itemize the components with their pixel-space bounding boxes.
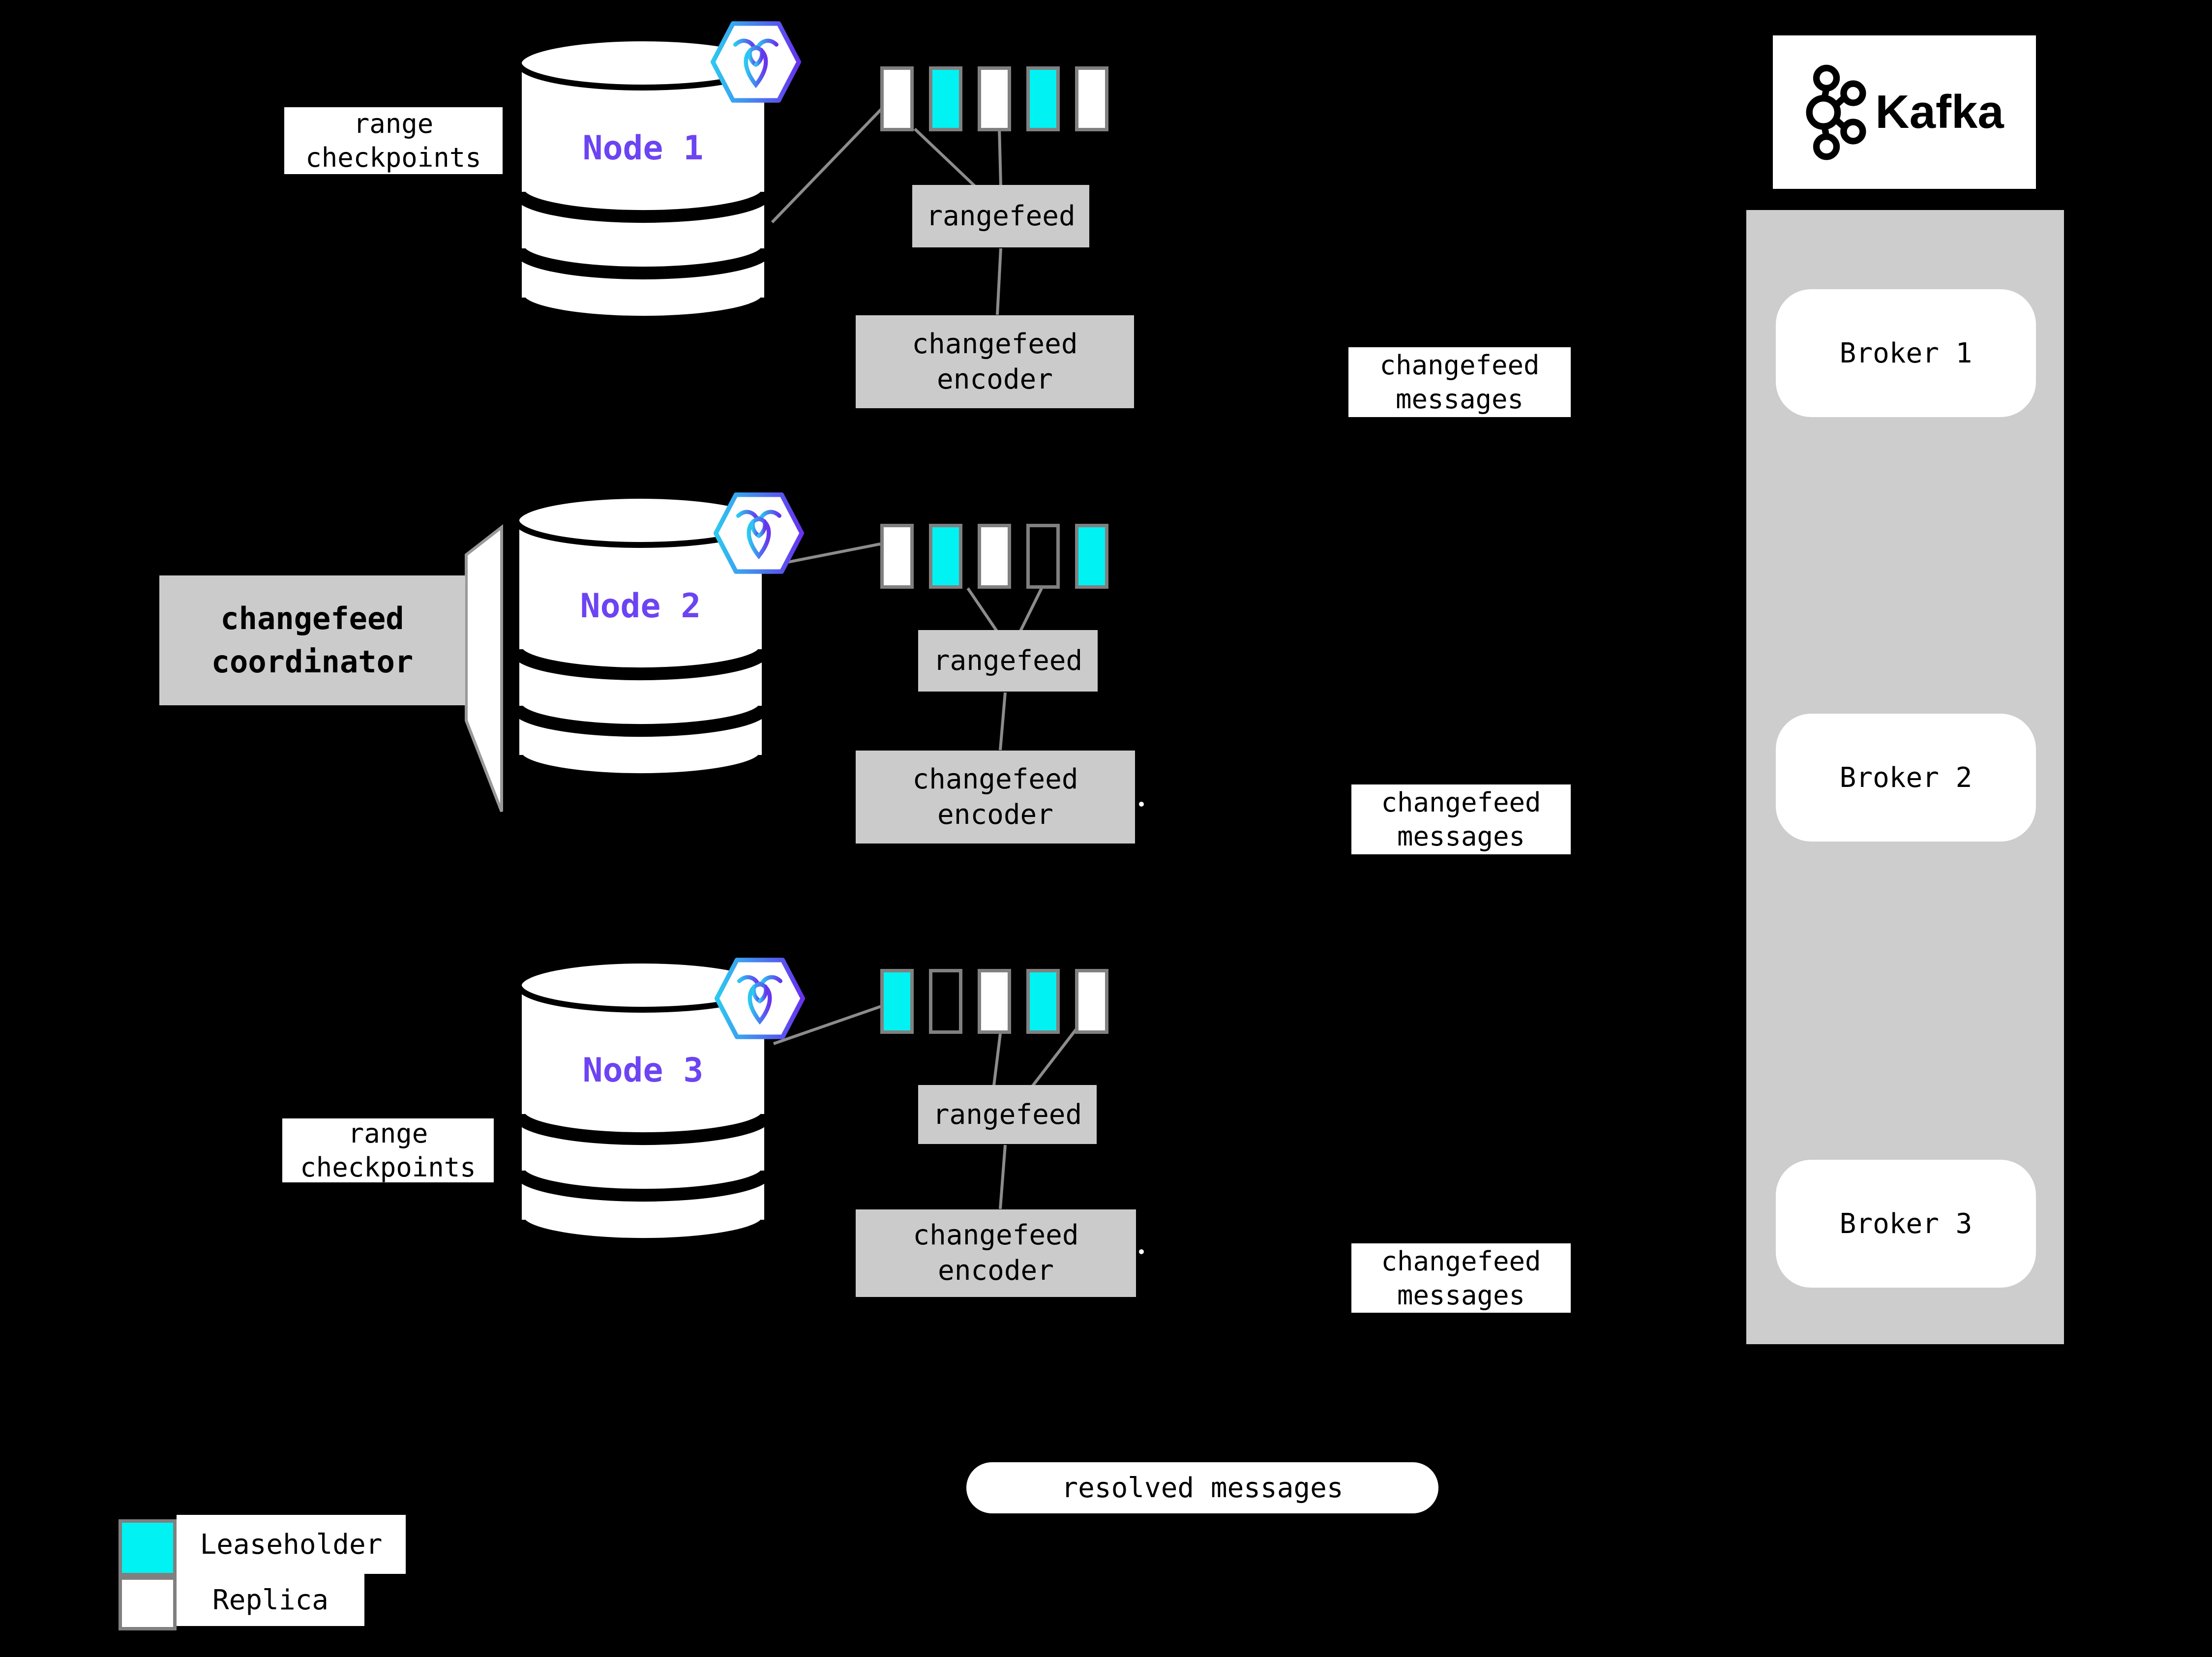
range-square-replica: [880, 66, 914, 131]
node2-label: Node 2: [580, 587, 701, 626]
label-line: range: [353, 108, 434, 139]
node3-changefeed-encoder-box: changefeed encoder: [856, 1209, 1136, 1297]
label-line: range: [348, 1118, 428, 1149]
node1-changefeed-encoder-box: changefeed encoder: [856, 315, 1134, 408]
node2-rangefeed-box: rangefeed: [918, 630, 1098, 692]
range-square-empty: [929, 969, 962, 1034]
label-line: messages: [1397, 821, 1525, 852]
label-line: coordinator: [211, 644, 414, 680]
encoder-line: changefeed: [913, 1219, 1079, 1251]
encoder-line: encoder: [936, 363, 1053, 395]
encoder-line: changefeed: [912, 328, 1078, 360]
range-square-replica: [1075, 969, 1108, 1034]
range-square-replica: [978, 66, 1011, 131]
legend-replica-label: Replica: [177, 1574, 364, 1626]
label-line: changefeed: [220, 601, 404, 636]
label-line: checkpoints: [305, 142, 481, 173]
dot-artifact: [1139, 1249, 1144, 1254]
changefeed-messages-label-2: changefeed messages: [1351, 784, 1571, 854]
label-line: changefeed: [1379, 350, 1540, 381]
range-square-leaseholder: [880, 969, 914, 1034]
label-line: messages: [1395, 384, 1524, 415]
range-square-replica: [978, 524, 1011, 589]
cockroachdb-icon: [710, 21, 802, 103]
arrowhead-broker3: [2058, 1214, 2096, 1229]
kafka-logo-text: Kafka: [1875, 86, 2004, 138]
kafka-logo-icon: [1806, 64, 1866, 160]
node2-database-cylinder: [511, 493, 770, 787]
range-checkpoints-label-top: range checkpoints: [284, 107, 503, 174]
range-square-leaseholder: [929, 524, 962, 589]
legend-replica-swatch: [119, 1576, 177, 1630]
resolved-messages-pill: resolved messages: [966, 1462, 1438, 1513]
node2-changefeed-encoder-box: changefeed encoder: [856, 751, 1135, 844]
dot-artifact: [1139, 802, 1144, 807]
broker-2: Broker 2: [1776, 714, 2036, 842]
broker-1: Broker 1: [1776, 289, 2036, 417]
encoder-line: encoder: [937, 1255, 1054, 1287]
range-square-replica: [978, 969, 1011, 1034]
node1-label: Node 1: [582, 129, 704, 168]
node1-rangefeed-box: rangefeed: [912, 185, 1089, 247]
changefeed-coordinator-box: changefeed coordinator: [159, 575, 465, 705]
label-line: changefeed: [1381, 1245, 1541, 1277]
node3-rangefeed-box: rangefeed: [918, 1085, 1097, 1144]
changefeed-messages-label-1: changefeed messages: [1348, 347, 1571, 417]
label-line: messages: [1397, 1279, 1525, 1311]
node3-range-squares: [880, 969, 1108, 1034]
encoder-line: encoder: [937, 798, 1053, 831]
broker-3: Broker 3: [1776, 1160, 2036, 1288]
legend-leaseholder-label: Leaseholder: [177, 1515, 406, 1574]
cockroachdb-icon: [713, 492, 805, 574]
node2-range-squares: [880, 524, 1108, 589]
range-square-replica: [880, 524, 914, 589]
range-square-empty: [1026, 524, 1060, 589]
changefeed-messages-label-3: changefeed messages: [1351, 1243, 1571, 1313]
range-square-leaseholder: [1026, 66, 1060, 131]
range-square-leaseholder: [929, 66, 962, 131]
node3-label: Node 3: [582, 1051, 704, 1090]
node1-range-squares: [880, 66, 1108, 131]
arrowhead-broker1: [2055, 329, 2111, 355]
label-line: changefeed: [1381, 787, 1541, 818]
legend-leaseholder-swatch: [119, 1519, 177, 1576]
encoder-line: changefeed: [912, 763, 1078, 795]
coordinator-pointer-shape: [465, 524, 503, 813]
node1-database-cylinder: [514, 35, 772, 330]
kafka-logo-box: Kafka: [1773, 35, 2036, 189]
range-square-leaseholder: [1075, 524, 1108, 589]
label-line: checkpoints: [300, 1152, 476, 1183]
range-square-replica: [1075, 66, 1108, 131]
cockroachdb-icon: [714, 958, 806, 1039]
range-square-leaseholder: [1026, 969, 1060, 1034]
range-checkpoints-label-bottom: range checkpoints: [282, 1118, 494, 1183]
